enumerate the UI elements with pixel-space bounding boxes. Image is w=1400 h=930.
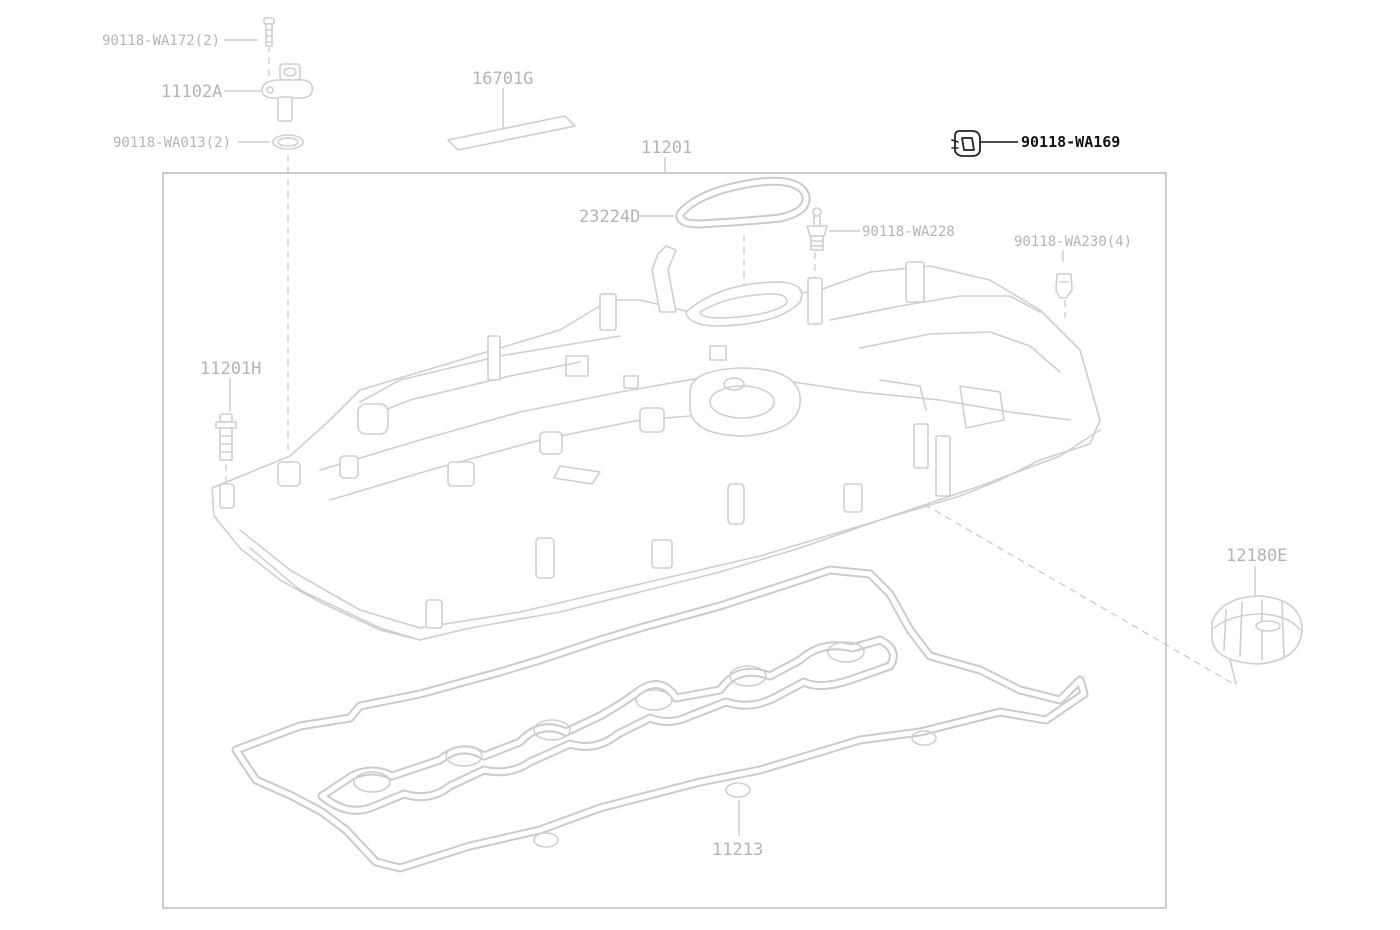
label-11102a[interactable]: 11102A — [161, 82, 222, 102]
oil-cap-12180e[interactable] — [1211, 595, 1303, 685]
valve-cover-11201[interactable] — [211, 245, 1101, 641]
label-12180e[interactable]: 12180E — [1226, 546, 1287, 566]
gasket-23224d[interactable] — [675, 176, 811, 229]
label-90118-wa169[interactable]: 90118-WA169 — [1021, 133, 1120, 151]
gasket-11213[interactable] — [231, 565, 1089, 873]
label-90118-wa230[interactable]: 90118-WA230(4) — [1014, 234, 1132, 250]
label-90118-wa013[interactable]: 90118-WA013(2) — [113, 135, 231, 151]
label-16701g[interactable]: 16701G — [472, 69, 533, 89]
bolt-11201h[interactable] — [215, 413, 237, 461]
sensor-11102a[interactable] — [261, 63, 314, 122]
leader-lines — [224, 39, 1256, 836]
label-11201h[interactable]: 11201H — [200, 359, 261, 379]
stud-90118-wa228[interactable] — [806, 207, 828, 251]
clip-90118-wa169[interactable] — [951, 129, 981, 157]
label-23224d[interactable]: 23224D — [579, 207, 640, 227]
label-strip-16701g[interactable] — [447, 115, 576, 151]
label-90118-wa228[interactable]: 90118-WA228 — [862, 224, 955, 240]
oring-90118-wa013[interactable] — [272, 134, 304, 150]
bolt-90118-wa172[interactable] — [263, 17, 275, 47]
label-11213[interactable]: 11213 — [712, 840, 763, 860]
label-90118-wa172[interactable]: 90118-WA172(2) — [102, 33, 220, 49]
clip-90118-wa230[interactable] — [1055, 273, 1073, 299]
label-11201[interactable]: 11201 — [641, 138, 692, 158]
